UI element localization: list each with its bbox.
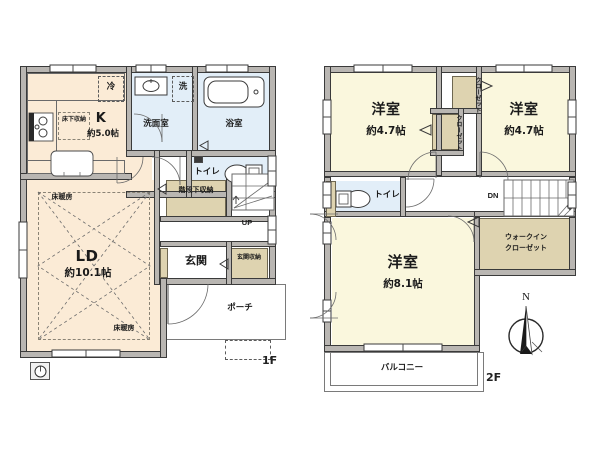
wall-2f-left-lower: [324, 217, 331, 351]
stairs-dn-label: DN: [487, 191, 499, 200]
entrance-storage-text: 玄関収納: [236, 254, 261, 261]
wall-entrance-top: [160, 241, 276, 247]
stairs-up-label: UP: [241, 218, 253, 227]
closet-a-label: クローゼット: [454, 77, 481, 113]
utility-meter-box: [30, 362, 50, 380]
wall-ld-hall: [154, 150, 160, 285]
porch-name: ポーチ: [227, 303, 253, 313]
closet-b-l3: ット: [455, 139, 462, 151]
closet-b-l1: クロ: [455, 115, 462, 127]
compass-north-label: N: [522, 291, 530, 303]
under-floor-storage-box: [58, 112, 90, 140]
wall-2f-closet-mid: [430, 108, 482, 114]
balcony-name: バルコニー: [380, 363, 424, 373]
entrance-storage-label: 玄関収納: [230, 254, 268, 262]
room-bedroom-nw: [330, 72, 442, 172]
closet-a-l2: ーゼ: [474, 89, 481, 101]
wall-1f-porch-top: [160, 278, 276, 285]
room-bedroom-ne: [478, 72, 570, 172]
wall-1f-right: [269, 66, 276, 284]
floor1-plan: 冷 床下収納 K 約5.0帖 洗 洗面室 浴室: [18, 64, 286, 380]
bedroom-ne-name: 洋室: [509, 102, 539, 118]
wall-2f-wic-bottom: [474, 269, 576, 276]
toilet-name-1f: トイレ: [194, 167, 220, 177]
floor-heating-label-bottom: 床暖房: [113, 324, 135, 332]
under-floor-storage-text: 床下収納: [61, 116, 86, 123]
wall-kitchen-washroom: [126, 66, 132, 156]
closet-a-l3: ット: [474, 101, 481, 113]
compass-needle-icon: [508, 305, 544, 356]
fridge-slot: [98, 76, 124, 102]
toilet-switch-icon: [194, 156, 203, 163]
wall-2f-right-upper: [569, 66, 576, 176]
bathroom-name: 浴室: [225, 119, 243, 129]
toilet-2f-side-storage: [326, 181, 336, 217]
bedroom-s-name: 洋室: [387, 253, 419, 271]
floor-heating-label-top: 床暖房: [51, 193, 73, 201]
storage-shoe-slim: [160, 248, 168, 278]
wall-2f-nw-right: [436, 114, 442, 176]
wall-1f-top: [20, 66, 276, 73]
living-dining-area: 約10.1帖: [64, 267, 112, 279]
floor1-label: 1F: [262, 354, 278, 367]
balcony-outer-edge: [324, 352, 484, 392]
wall-2f-bed-right: [474, 217, 480, 351]
washer-slot: [172, 76, 194, 102]
entrance-name: 玄関: [185, 254, 207, 267]
wall-toilet-left: [186, 150, 192, 198]
kitchen-counter-top: [27, 73, 125, 101]
wall-kitchen-bottom: [20, 173, 132, 180]
room-bathroom: [198, 72, 270, 156]
kitchen-name: K: [95, 111, 107, 126]
wall-entrance-right: [226, 241, 232, 285]
wall-2f-wic-top: [474, 211, 576, 217]
wall-2f-wic-right: [569, 217, 576, 275]
closet-b-label: クローゼット: [433, 115, 462, 151]
bedroom-s-area: 約8.1帖: [383, 278, 423, 290]
bedroom-ne-area: 約4.7帖: [504, 125, 544, 137]
wall-1f-mid-lower: [160, 278, 167, 358]
floor2-label: 2F: [486, 371, 502, 384]
washer-label: 洗: [178, 82, 188, 92]
kitchen-area: 約5.0帖: [86, 129, 120, 139]
fridge-label: 冷: [106, 82, 116, 92]
wic-label: ウォークイン クローゼット: [484, 232, 568, 253]
wall-2f-closet-left: [436, 66, 442, 114]
compass-rose: N: [498, 291, 554, 364]
porch-step-dashed: [225, 340, 271, 360]
wall-2f-toilet-right: [400, 177, 406, 217]
wall-2f-ne-left: [476, 66, 482, 176]
living-dining-name: LD: [75, 247, 99, 265]
under-stair-storage-label: 階段下収納: [166, 186, 226, 195]
wall-stair-left: [226, 173, 232, 219]
wic-line2: クローゼット: [505, 243, 547, 252]
kitchen-counter-bottom: [27, 160, 125, 174]
wic-line1: ウォークイン: [505, 233, 547, 241]
wall-1f-bottom-left: [20, 351, 166, 358]
wall-2f-top: [324, 66, 576, 73]
closet-a-l1: クロ: [474, 77, 481, 89]
walk-in-closet: [478, 218, 574, 274]
wall-2f-left-upper: [324, 66, 331, 176]
wall-1f-left: [20, 66, 27, 358]
under-floor-storage-label: 床下収納: [58, 116, 90, 123]
toilet-name-2f: トイレ: [374, 190, 400, 200]
wall-2f-mid-upper: [324, 171, 576, 177]
washroom-name: 洗面室: [143, 119, 169, 129]
under-stair-storage-text: 階段下収納: [178, 186, 214, 194]
bedroom-nw-name: 洋室: [371, 102, 401, 118]
floor-heating-zone: [38, 192, 150, 340]
bedroom-nw-area: 約4.7帖: [366, 125, 406, 137]
wall-2f-bottom: [324, 345, 480, 352]
closet-b-l2: ーゼ: [455, 127, 462, 139]
floor2-plan: 洋室 約4.7帖 洋室 約4.7帖 洋室 約8.1帖 クローゼット クローゼット…: [300, 0, 600, 450]
